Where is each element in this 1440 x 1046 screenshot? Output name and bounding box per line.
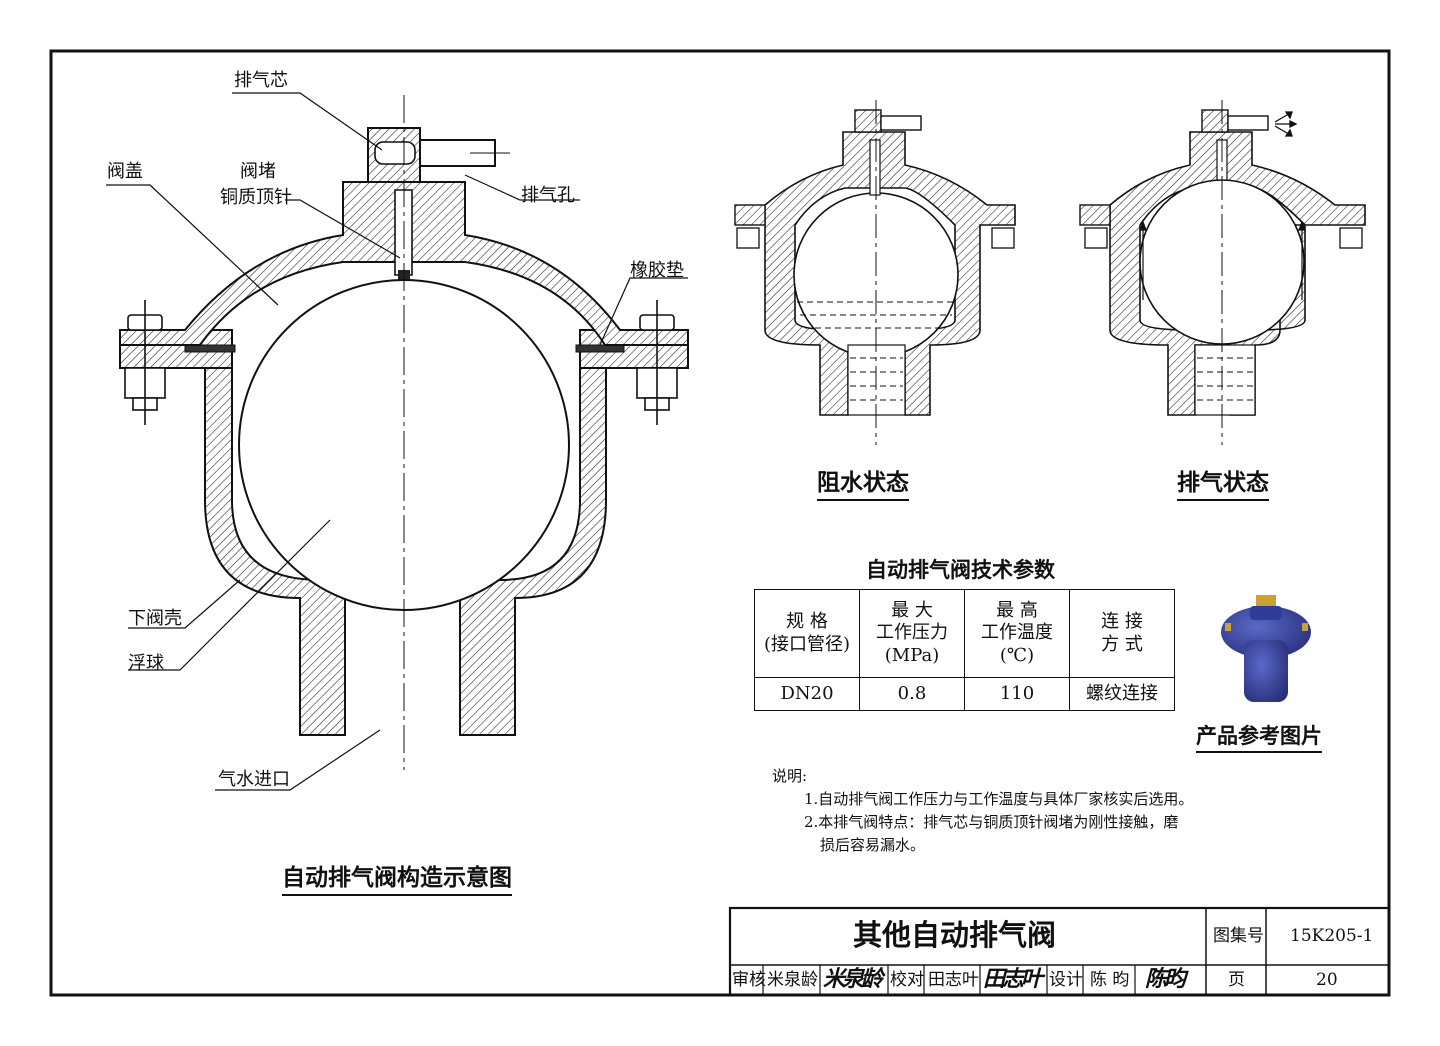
header-size: 规 格(接口管径) — [754, 589, 860, 678]
designer-signature: 陈昀 — [1145, 966, 1186, 992]
label-valve-cover: 阀盖 — [107, 161, 143, 182]
cell-temperature: 110 — [964, 677, 1070, 711]
sheet-title: 其他自动排气阀 — [853, 918, 1057, 952]
label-rubber-gasket: 橡胶垫 — [630, 260, 684, 281]
gasket-right — [575, 344, 625, 353]
note-1: 1.自动排气阀工作压力与工作温度与具体厂家核实后选用。 — [804, 790, 1194, 808]
designer-name: 陈 昀 — [1090, 970, 1130, 990]
title-block — [728, 906, 1391, 997]
review-label: 审核 — [732, 970, 766, 990]
notes: 说明: 1.自动排气阀工作压力与工作温度与具体厂家核实后选用。 2.本排气阀特点… — [772, 765, 1193, 857]
product-photo-caption: 产品参考图片 — [1196, 726, 1322, 753]
check-label: 校对 — [890, 970, 924, 990]
spec-table: 规 格(接口管径) 最 大工作压力(MPa) 最 高工作温度(℃) 连 接方 式… — [754, 589, 1175, 711]
venting-diagram — [1079, 100, 1366, 445]
product-photo — [1221, 595, 1311, 702]
water-block-diagram — [734, 100, 1016, 445]
cell-connection: 螺纹连接 — [1069, 677, 1175, 711]
label-vent-core: 排气芯 — [234, 70, 288, 91]
water-block-title: 阻水状态 — [817, 472, 909, 501]
checker-signature: 田志叶 — [983, 966, 1043, 992]
sheet-frame — [49, 49, 1391, 997]
page-label: 页 — [1228, 970, 1245, 990]
atlas-number: 15K205-1 — [1290, 926, 1374, 946]
cell-size: DN20 — [754, 677, 860, 711]
lower-valve-shell — [204, 367, 607, 736]
gasket-left — [184, 344, 236, 353]
reviewer-name: 米泉龄 — [767, 970, 818, 990]
page-number: 20 — [1316, 970, 1338, 990]
cell-pressure: 0.8 — [859, 677, 965, 711]
notes-heading: 说明: — [772, 767, 808, 785]
header-temperature: 最 高工作温度(℃) — [964, 589, 1070, 678]
label-valve-plug: 阀堵 — [240, 161, 276, 182]
checker-name: 田志叶 — [928, 970, 979, 990]
label-lower-shell: 下阀壳 — [128, 608, 182, 629]
header-pressure: 最 大工作压力(MPa) — [859, 589, 965, 678]
label-float-ball: 浮球 — [128, 653, 164, 674]
note-2a: 2.本排气阀特点：排气芯与铜质顶针阀堵为刚性接触，磨 — [804, 813, 1179, 831]
design-label: 设计 — [1049, 970, 1083, 990]
main-diagram-title: 自动排气阀构造示意图 — [282, 867, 512, 896]
label-inlet: 气水进口 — [218, 769, 290, 790]
bolt-left — [124, 300, 166, 425]
reviewer-signature: 米泉龄 — [823, 966, 883, 992]
label-copper-pin: 铜质顶针 — [220, 187, 292, 208]
atlas-label: 图集号 — [1213, 926, 1264, 946]
note-2b: 损后容易漏水。 — [820, 836, 926, 854]
label-vent-hole: 排气孔 — [521, 185, 575, 206]
table-title: 自动排气阀技术参数 — [866, 558, 1055, 582]
header-connection: 连 接方 式 — [1069, 589, 1175, 678]
bolt-right — [636, 300, 678, 425]
venting-title: 排气状态 — [1177, 472, 1269, 501]
main-valve-section — [106, 92, 689, 791]
